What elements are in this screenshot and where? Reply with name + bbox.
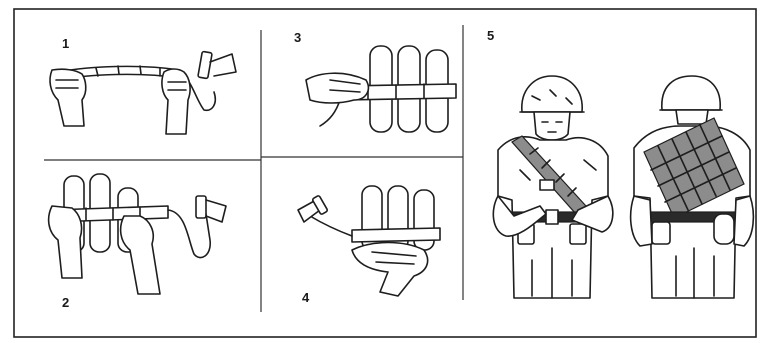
panel-2: 2 <box>49 174 226 310</box>
soldier-back-view <box>631 76 754 298</box>
panel-5-number: 5 <box>487 28 494 43</box>
panel-2-illustration <box>49 174 226 294</box>
panel-5: 5 <box>487 28 753 298</box>
panel-4-illustration <box>298 186 440 296</box>
panel-1-number: 1 <box>62 36 69 51</box>
panel-3-number: 3 <box>294 30 301 45</box>
panel-1-illustration <box>50 51 236 134</box>
panel-2-number: 2 <box>62 295 69 310</box>
panel-3: 3 <box>294 30 456 132</box>
panel-4-number: 4 <box>302 290 310 305</box>
panel-1: 1 <box>50 36 236 134</box>
panel-4: 4 <box>298 186 440 305</box>
panel-3-illustration <box>306 46 456 132</box>
soldier-front-view <box>493 76 612 298</box>
